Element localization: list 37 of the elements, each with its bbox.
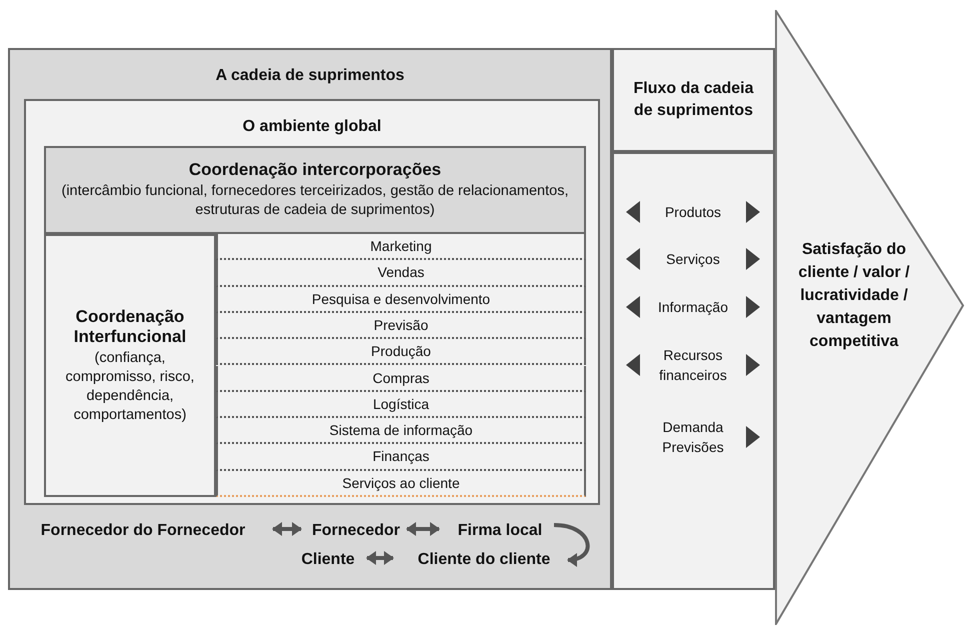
chevron-label: Satisfação do cliente / valor / lucratividade / vantagem competitiva (797, 240, 911, 352)
function-row: Logística (216, 392, 586, 418)
double-arrow (272, 522, 302, 536)
box-description: (intercâmbio funcional, fornecedores terceirizados, gestão de relacionamentos, estruturas de cadeia de suprimentos) (60, 182, 570, 220)
function-row: Serviços ao cliente (216, 470, 586, 497)
chain-member-label: Cliente (290, 547, 366, 573)
function-row: Marketing (216, 234, 586, 260)
box-heading: Coordenação Interfuncional (72, 306, 188, 346)
function-row: Vendas (216, 260, 586, 287)
box-description: (confiança, compromisso, risco, dependência, comportamentos) (64, 348, 196, 424)
chain-member-label: Cliente do cliente (398, 547, 570, 573)
function-row: Previsão (216, 312, 586, 340)
outer-panel (8, 48, 612, 590)
flow-label: Demanda Previsões (661, 418, 725, 457)
function-row: Compras (216, 366, 586, 392)
box-heading: Coordenação intercorporações (188, 160, 442, 180)
flow-panel (612, 152, 775, 590)
chain-member-label: Fornecedor do Fornecedor (14, 518, 272, 544)
function-row: Finanças (216, 444, 586, 471)
flow-label: Serviços (665, 250, 721, 269)
flow-header-box: Fluxo da cadeia de suprimentos (612, 48, 775, 152)
function-row: Pesquisa e desenvolvimento (216, 286, 586, 313)
curved-arrow (554, 523, 590, 566)
double-arrow (366, 551, 394, 565)
flow-label: Recursos financeiros (658, 346, 728, 385)
chain-member-label: Fornecedor (306, 518, 406, 544)
flow-label: Produtos (664, 203, 722, 222)
function-row: Produção (216, 339, 586, 366)
panel-heading: O ambiente global (242, 118, 382, 136)
inner-panel (24, 99, 600, 505)
coordination-box (44, 146, 586, 234)
function-row: Sistema de informação (216, 418, 586, 444)
coordination-box (44, 234, 216, 497)
double-arrow (406, 522, 440, 536)
chain-member-label: Firma local (444, 518, 556, 544)
flow-label: Informação (656, 298, 730, 317)
panel-heading: A cadeia de suprimentos (214, 67, 406, 85)
